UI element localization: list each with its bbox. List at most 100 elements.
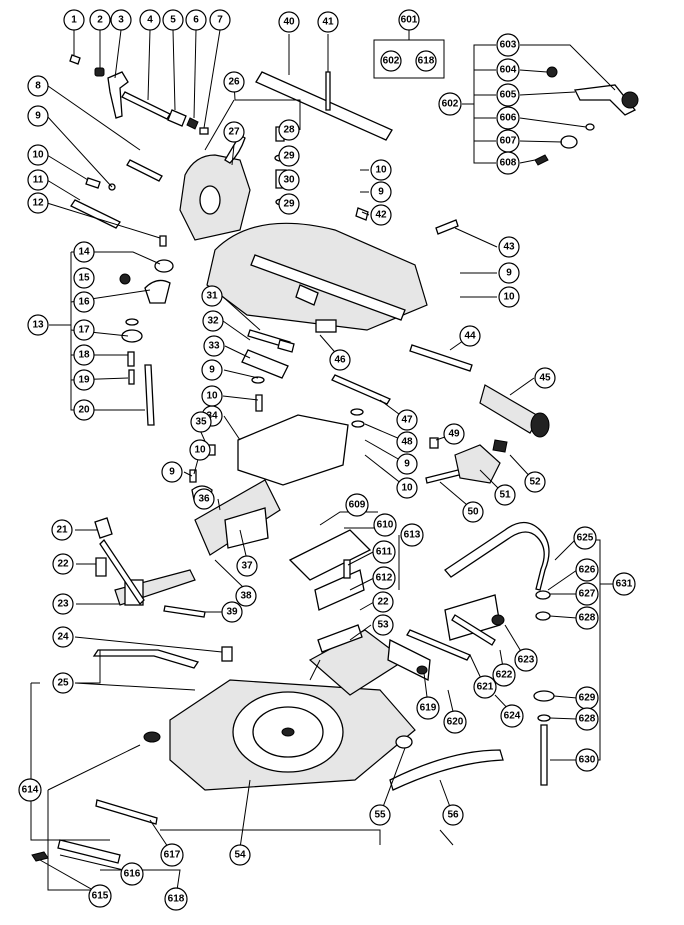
part-label[interactable]: 6 — [185, 9, 207, 31]
part-label[interactable]: 4 — [139, 9, 161, 31]
part-label[interactable]: 25 — [52, 672, 74, 694]
part-label[interactable]: 46 — [329, 349, 351, 371]
part-label[interactable]: 617 — [160, 843, 184, 867]
part-label[interactable]: 604 — [496, 58, 520, 82]
part-label[interactable]: 610 — [373, 513, 397, 537]
part-label[interactable]: 626 — [575, 558, 599, 582]
part-label[interactable]: 49 — [443, 423, 465, 445]
part-label[interactable]: 609 — [345, 493, 369, 517]
part-label[interactable]: 30 — [278, 169, 300, 191]
part-label[interactable]: 10 — [396, 477, 418, 499]
part-label[interactable]: 625 — [573, 526, 597, 550]
part-label[interactable]: 615 — [88, 884, 112, 908]
part-label[interactable]: 12 — [27, 192, 49, 214]
part-label[interactable]: 612 — [372, 566, 396, 590]
part-label[interactable]: 614 — [18, 778, 42, 802]
part-label[interactable]: 22 — [372, 591, 394, 613]
part-label[interactable]: 33 — [203, 335, 225, 357]
part-label[interactable]: 631 — [612, 572, 636, 596]
part-label[interactable]: 605 — [496, 83, 520, 107]
part-label[interactable]: 630 — [575, 748, 599, 772]
part-label[interactable]: 9 — [498, 262, 520, 284]
part-label[interactable]: 13 — [27, 314, 49, 336]
part-label[interactable]: 50 — [462, 501, 484, 523]
part-label[interactable]: 54 — [229, 844, 251, 866]
part-label[interactable]: 38 — [235, 585, 257, 607]
part-label[interactable]: 52 — [524, 471, 546, 493]
part-label[interactable]: 15 — [73, 267, 95, 289]
part-label[interactable]: 40 — [278, 11, 300, 33]
part-label[interactable]: 53 — [372, 614, 394, 636]
part-label[interactable]: 18 — [73, 344, 95, 366]
part-label[interactable]: 32 — [202, 310, 224, 332]
part-label[interactable]: 7 — [209, 9, 231, 31]
part-label[interactable]: 47 — [396, 409, 418, 431]
part-label[interactable]: 14 — [73, 241, 95, 263]
part-label[interactable]: 10 — [27, 144, 49, 166]
part-label[interactable]: 48 — [396, 431, 418, 453]
part-label[interactable]: 619 — [416, 696, 440, 720]
part-label[interactable]: 10 — [201, 385, 223, 407]
part-label[interactable]: 616 — [120, 862, 144, 886]
part-label[interactable]: 618 — [415, 50, 437, 72]
part-label[interactable]: 613 — [400, 523, 424, 547]
part-label[interactable]: 31 — [201, 285, 223, 307]
part-label[interactable]: 624 — [500, 704, 524, 728]
part-label[interactable]: 628 — [575, 707, 599, 731]
part-label[interactable]: 41 — [317, 11, 339, 33]
part-label[interactable]: 602 — [380, 50, 402, 72]
part-label[interactable]: 45 — [534, 367, 556, 389]
part-label[interactable]: 23 — [52, 593, 74, 615]
part-label[interactable]: 602 — [438, 92, 462, 116]
part-label[interactable]: 51 — [494, 484, 516, 506]
part-label[interactable]: 43 — [498, 236, 520, 258]
part-label[interactable]: 620 — [443, 710, 467, 734]
part-label[interactable]: 55 — [369, 804, 391, 826]
part-label[interactable]: 3 — [110, 9, 132, 31]
part-label[interactable]: 16 — [73, 291, 95, 313]
part-label[interactable]: 35 — [190, 411, 212, 433]
part-label[interactable]: 9 — [370, 181, 392, 203]
part-label[interactable]: 601 — [398, 9, 420, 31]
part-label[interactable]: 20 — [73, 399, 95, 421]
part-label[interactable]: 618 — [164, 887, 188, 911]
part-label[interactable]: 11 — [27, 169, 49, 191]
part-label[interactable]: 628 — [575, 606, 599, 630]
part-label[interactable]: 8 — [27, 75, 49, 97]
part-label[interactable]: 627 — [575, 582, 599, 606]
part-label[interactable]: 39 — [221, 601, 243, 623]
part-label[interactable]: 24 — [52, 626, 74, 648]
part-label[interactable]: 606 — [496, 106, 520, 130]
part-label[interactable]: 608 — [496, 151, 520, 175]
part-label[interactable]: 10 — [498, 286, 520, 308]
part-label[interactable]: 36 — [193, 488, 215, 510]
part-label[interactable]: 9 — [27, 105, 49, 127]
part-label[interactable]: 37 — [236, 555, 258, 577]
part-label[interactable]: 9 — [161, 461, 183, 483]
part-label[interactable]: 607 — [496, 129, 520, 153]
part-label[interactable]: 19 — [73, 369, 95, 391]
part-label[interactable]: 10 — [189, 439, 211, 461]
part-label[interactable]: 28 — [278, 119, 300, 141]
part-label[interactable]: 42 — [370, 204, 392, 226]
part-label[interactable]: 26 — [223, 71, 245, 93]
part-label[interactable]: 29 — [278, 193, 300, 215]
part-label[interactable]: 2 — [89, 9, 111, 31]
part-label[interactable]: 629 — [575, 686, 599, 710]
part-label[interactable]: 10 — [370, 159, 392, 181]
part-label[interactable]: 603 — [496, 33, 520, 57]
part-label[interactable]: 56 — [442, 804, 464, 826]
part-label[interactable]: 44 — [459, 325, 481, 347]
part-label[interactable]: 9 — [201, 359, 223, 381]
part-label[interactable]: 623 — [514, 648, 538, 672]
part-label[interactable]: 27 — [223, 121, 245, 143]
part-label[interactable]: 29 — [278, 145, 300, 167]
part-label[interactable]: 17 — [73, 319, 95, 341]
part-label[interactable]: 5 — [162, 9, 184, 31]
part-label[interactable]: 622 — [492, 663, 516, 687]
part-label[interactable]: 22 — [52, 553, 74, 575]
part-label[interactable]: 621 — [473, 675, 497, 699]
part-label[interactable]: 1 — [63, 9, 85, 31]
part-label[interactable]: 21 — [51, 519, 73, 541]
part-label[interactable]: 9 — [396, 453, 418, 475]
